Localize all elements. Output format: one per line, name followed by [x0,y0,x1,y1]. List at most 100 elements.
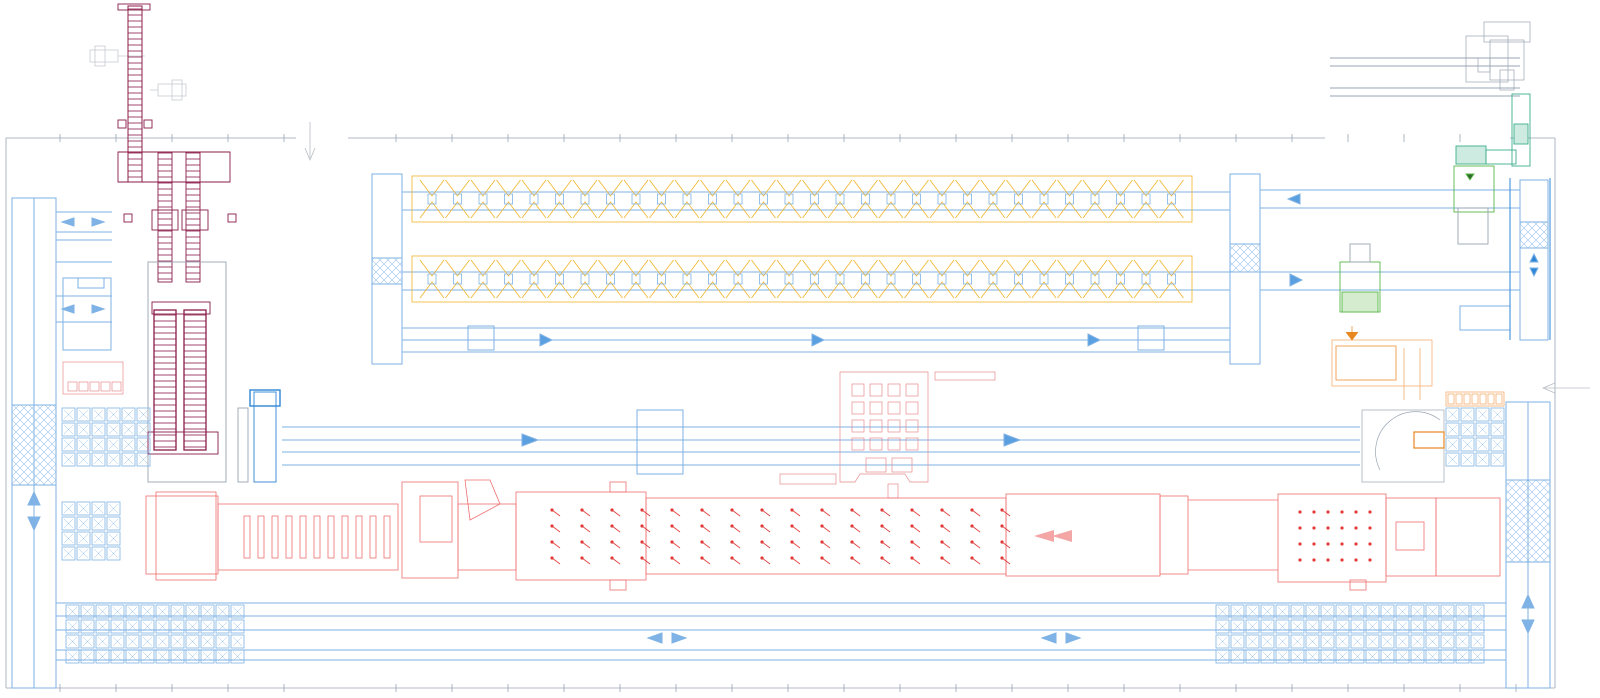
storage-cell-hatch [157,636,168,647]
storage-cell-hatch [93,439,104,450]
ghost-vehicle-2 [150,79,187,101]
storage-cell [1380,619,1395,634]
storage-cell-hatch [123,454,134,465]
storage-cell-hatch [1397,606,1408,617]
storage-cell [76,531,91,546]
process-node-link [851,541,861,549]
storage-cell-hatch [82,636,93,647]
storage-cell [1445,407,1460,422]
storage-cell-hatch [187,606,198,617]
process-node-link [881,541,891,549]
desk [887,401,901,415]
storage-cell [140,634,155,649]
storage-cell [1460,452,1475,467]
storage-cell [1410,604,1425,619]
process-node-link [821,525,831,533]
inbound-arrow-right [1541,382,1590,394]
rack-chevron [802,179,827,197]
process-node [970,508,974,512]
process-node [580,540,584,544]
storage-cell-hatch [1492,409,1503,420]
rack-chevron [853,201,878,219]
process-node-link [821,557,831,565]
process-node [1368,510,1372,514]
storage-cell [1245,604,1260,619]
storage-cell-hatch [138,439,149,450]
process-node [910,556,914,560]
storage-cell [136,437,151,452]
process-node [820,556,824,560]
rack-chevron [929,179,955,197]
storage-cell-hatch [232,636,243,647]
storage-cell-hatch [108,409,119,420]
process-node [1312,510,1316,514]
storage-cell-hatch [78,409,89,420]
rack-chevron [1082,201,1108,219]
rack-chevron [649,259,674,277]
storage-cell [76,422,91,437]
rack-slot [657,193,666,205]
storage-cell-hatch [108,439,119,450]
storage-cell [1475,422,1490,437]
rack-slot [759,193,768,205]
desk [905,383,919,397]
rack-slot [988,193,998,205]
storage-cell-hatch [108,533,119,544]
rack-chevron [623,179,649,197]
desk [869,437,883,451]
rack-chevron [980,179,1006,197]
storage-cell [1230,634,1245,649]
storage-cell [1490,407,1505,422]
storage-cell-hatch [93,518,104,529]
process-node-link [881,509,891,517]
process-node-link [731,509,741,517]
process-node-link [761,541,771,549]
process-node [640,556,644,560]
process-node [610,540,614,544]
storage-cell [170,604,185,619]
rack-slot [886,273,896,285]
roller [327,515,335,559]
storage-cell-hatch [138,409,149,420]
process-node-link [701,541,711,549]
rack-slot [963,273,972,285]
storage-cell-hatch [63,518,74,529]
process-node [790,508,794,512]
accumulation-racks [411,175,1193,303]
storage-cell-hatch [1477,439,1488,450]
storage-cell [1290,619,1305,634]
storage-cell [121,452,136,467]
storage-cell [121,437,136,452]
process-node [760,540,764,544]
desk [851,437,865,451]
rack-chevron [1006,201,1031,219]
storage-cell-hatch [1292,636,1303,647]
rack-chevron [1108,259,1133,277]
desk [887,383,901,397]
storage-cell [76,516,91,531]
rack-chevron [1031,201,1057,219]
rack-slot [1039,193,1049,205]
storage-cell-hatch [1477,424,1488,435]
storage-cell [121,422,136,437]
rack-slot [937,273,947,285]
storage-cell-hatch [1322,636,1333,647]
storage-cell [1365,604,1380,619]
storage-cell [76,407,91,422]
rack-chevron [445,281,470,299]
storage-cell-hatch [123,409,134,420]
process-node-link [701,557,711,565]
teal-transfer-units [1455,93,1531,167]
dock-unit [1487,393,1495,405]
process-node [1000,540,1004,544]
rack-slot [988,273,998,285]
rack-chevron [1159,259,1184,277]
process-node [730,524,734,528]
rack-chevron [904,179,929,197]
storage-cell [106,546,121,561]
rack-slot [504,193,513,205]
process-node-link [941,509,951,517]
rack-chevron [623,281,649,299]
rack-chevron [598,201,623,219]
rack-chevron [419,179,445,197]
